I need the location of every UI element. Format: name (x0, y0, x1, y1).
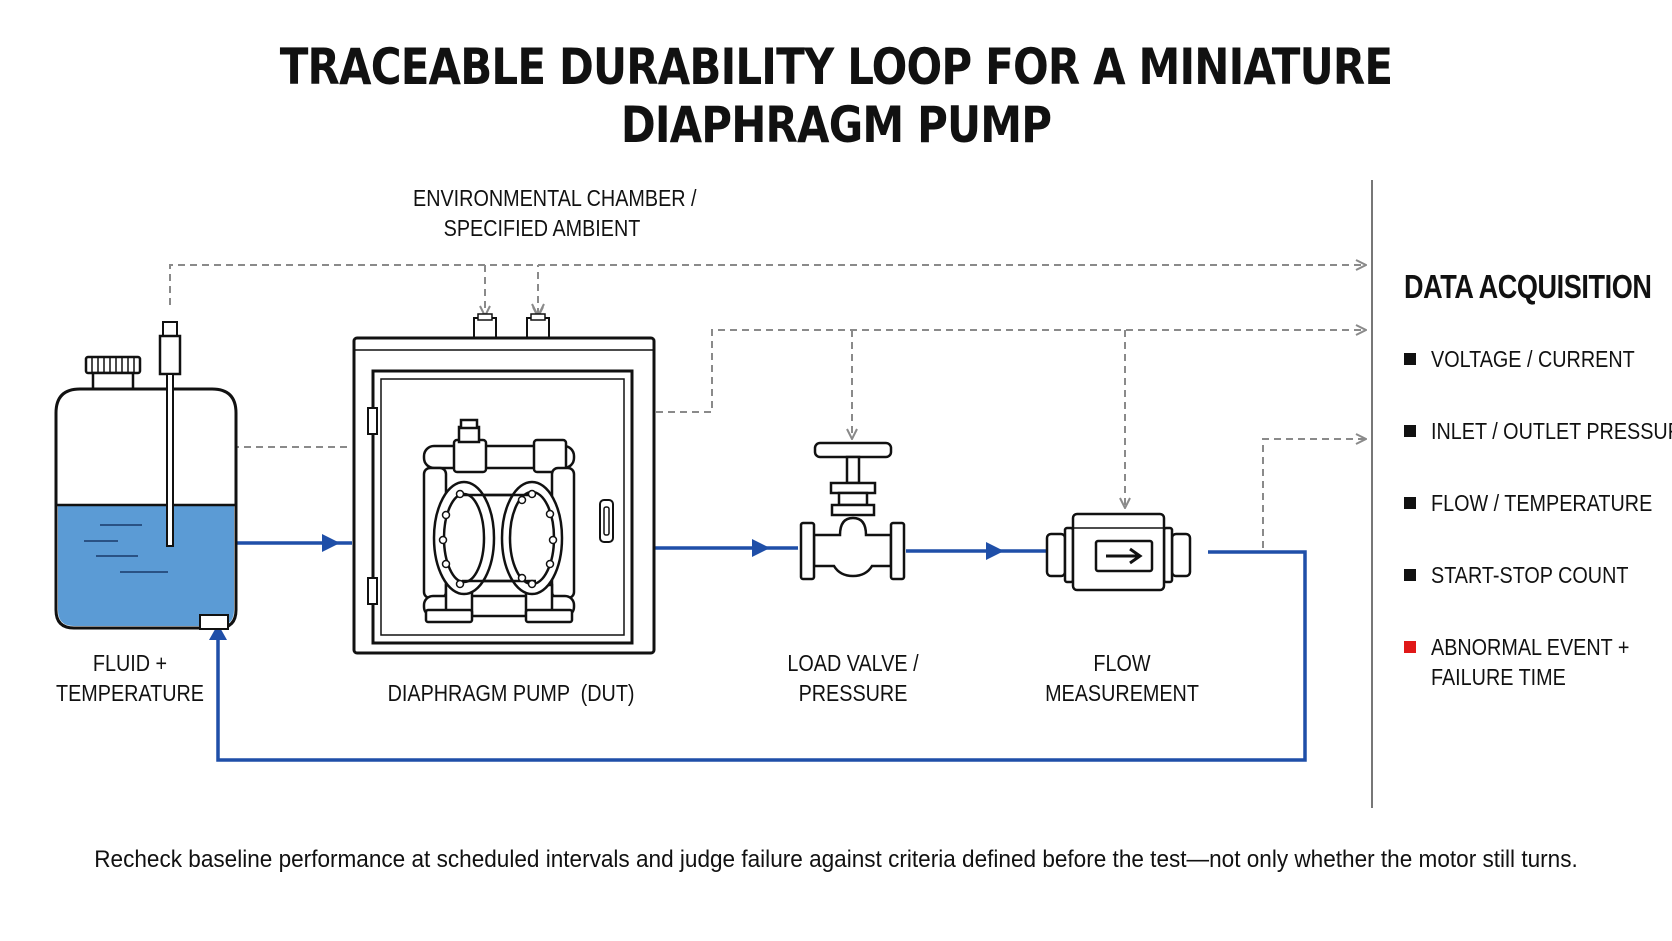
flow-label: FLOW MEASUREMENT (1036, 648, 1208, 708)
flow-meter (1045, 512, 1192, 592)
valve-label-line-2: PRESSURE (798, 680, 908, 706)
fluid-label: FLUID + TEMPERATURE (53, 648, 208, 708)
chamber-port-1 (473, 317, 497, 339)
valve-label-line-1: LOAD VALVE / (787, 650, 919, 676)
pump-label-line-1: DIAPHRAGM PUMP (DUT) (387, 680, 635, 706)
flow-direction-arrow-icon (1106, 547, 1143, 565)
daq-item-label: ABNORMAL EVENT + (1431, 634, 1630, 660)
pump-bolts (438, 489, 558, 589)
flow-return-loop (216, 550, 1307, 762)
flow-arrow-3 (986, 542, 1004, 560)
valve-body (812, 516, 893, 578)
chamber-label-line-1: ENVIRONMENTAL CHAMBER / (413, 185, 697, 211)
daq-title: DATA ACQUISITION (1404, 268, 1652, 305)
pump-label: DIAPHRAGM PUMP (DUT) (387, 678, 635, 708)
chamber-label-line-2: SPECIFIED AMBIENT (443, 215, 641, 241)
flow-arrow-2 (752, 539, 770, 557)
tank-fluid (58, 505, 234, 626)
daq-item-label: FLOW / TEMPERATURE (1431, 490, 1653, 516)
flow-label-line-2: MEASUREMENT (1045, 680, 1199, 706)
chamber-hinge-bottom (367, 577, 378, 605)
fluid-label-line-1: FLUID + (92, 650, 168, 676)
load-valve (799, 441, 906, 581)
daq-item-label-line-2: FAILURE TIME (1431, 664, 1566, 690)
signal-pump-to-daq (632, 330, 1365, 413)
chamber-port-2 (526, 317, 550, 339)
valve-label: LOAD VALVE / PRESSURE (767, 648, 939, 708)
tank-drain-fitting (199, 614, 229, 630)
footer-note: Recheck baseline performance at schedule… (94, 846, 1578, 873)
fluid-tank (54, 321, 238, 630)
bullet-square-icon (1404, 569, 1416, 581)
bullet-square-icon (1404, 353, 1416, 365)
daq-item-label: INLET / OUTLET PRESSURE (1431, 418, 1672, 444)
flow-label-line-1: FLOW (1093, 650, 1151, 676)
signal-return-to-daq (1262, 439, 1365, 548)
flow-arrow-4 (209, 624, 227, 640)
flow-loop (216, 541, 1307, 762)
fluid-label-line-2: TEMPERATURE (55, 680, 205, 706)
chamber-hinge-top (367, 407, 378, 435)
signal-lines (169, 265, 1365, 548)
daq-item-label: START-STOP COUNT (1431, 562, 1629, 588)
daq-item-label: VOLTAGE / CURRENT (1431, 346, 1635, 372)
page-title: TRACEABLE DURABILITY LOOP FOR A MINIATUR… (279, 38, 1393, 154)
flow-arrow-1 (322, 534, 340, 552)
valve-handwheel (813, 441, 893, 459)
valve-flange-right (889, 521, 906, 581)
chamber-label: ENVIRONMENTAL CHAMBER / SPECIFIED AMBIEN… (413, 183, 697, 243)
temperature-probe-head (162, 321, 178, 337)
signal-fluid-to-daq (169, 265, 1365, 305)
valve-flange-left (799, 521, 816, 581)
tank-fluid-ripples (84, 524, 168, 573)
tank-cap (84, 355, 142, 375)
bullet-square-icon (1404, 425, 1416, 437)
flow-arrows (209, 534, 1004, 640)
bullet-square-icon (1404, 497, 1416, 509)
bullet-square-red-icon (1404, 641, 1416, 653)
temperature-probe-rod (166, 373, 174, 547)
